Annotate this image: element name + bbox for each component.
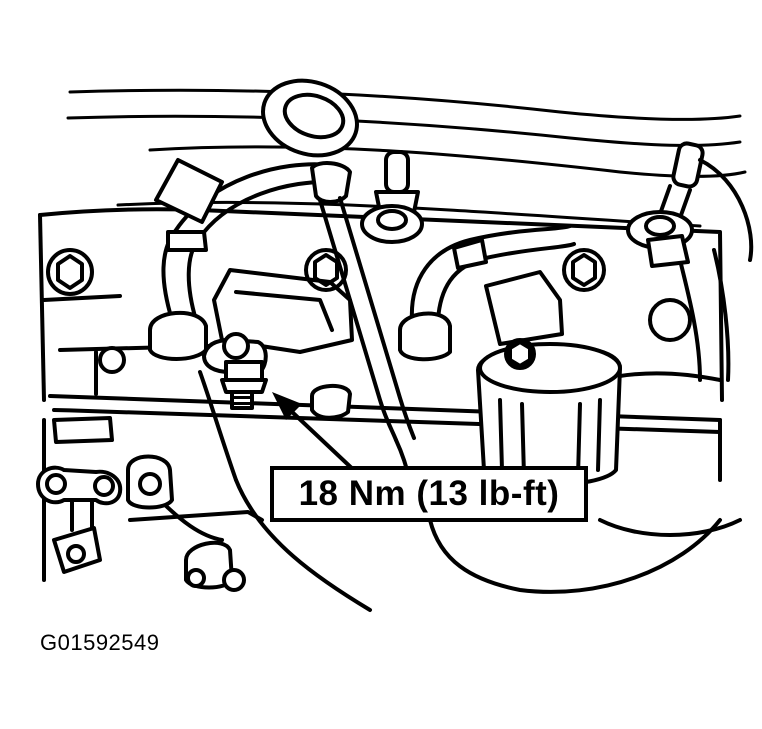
spark-plug-right [626, 141, 754, 382]
torque-bolt [220, 360, 268, 410]
callout-arrow [272, 392, 360, 476]
wiring-harness-clips [36, 454, 246, 592]
bolt-left [46, 248, 94, 296]
bolt-far-right [648, 298, 692, 342]
small-plug [310, 384, 352, 420]
boss-left [98, 346, 126, 374]
spark-plug-wire-right [398, 224, 576, 362]
spark-plug-wire-left [148, 158, 336, 361]
torque-specification-label: 18 Nm (13 lb-ft) [270, 466, 588, 522]
spark-plug-center [360, 150, 424, 244]
engine-block-lower [42, 370, 742, 612]
oil-dipstick [261, 78, 418, 522]
sensor-cylinder [476, 270, 622, 487]
sensor-bracket [202, 268, 354, 374]
figure-code: G01592549 [40, 630, 160, 655]
bolt-right [562, 248, 606, 292]
head-bolts [46, 248, 692, 374]
